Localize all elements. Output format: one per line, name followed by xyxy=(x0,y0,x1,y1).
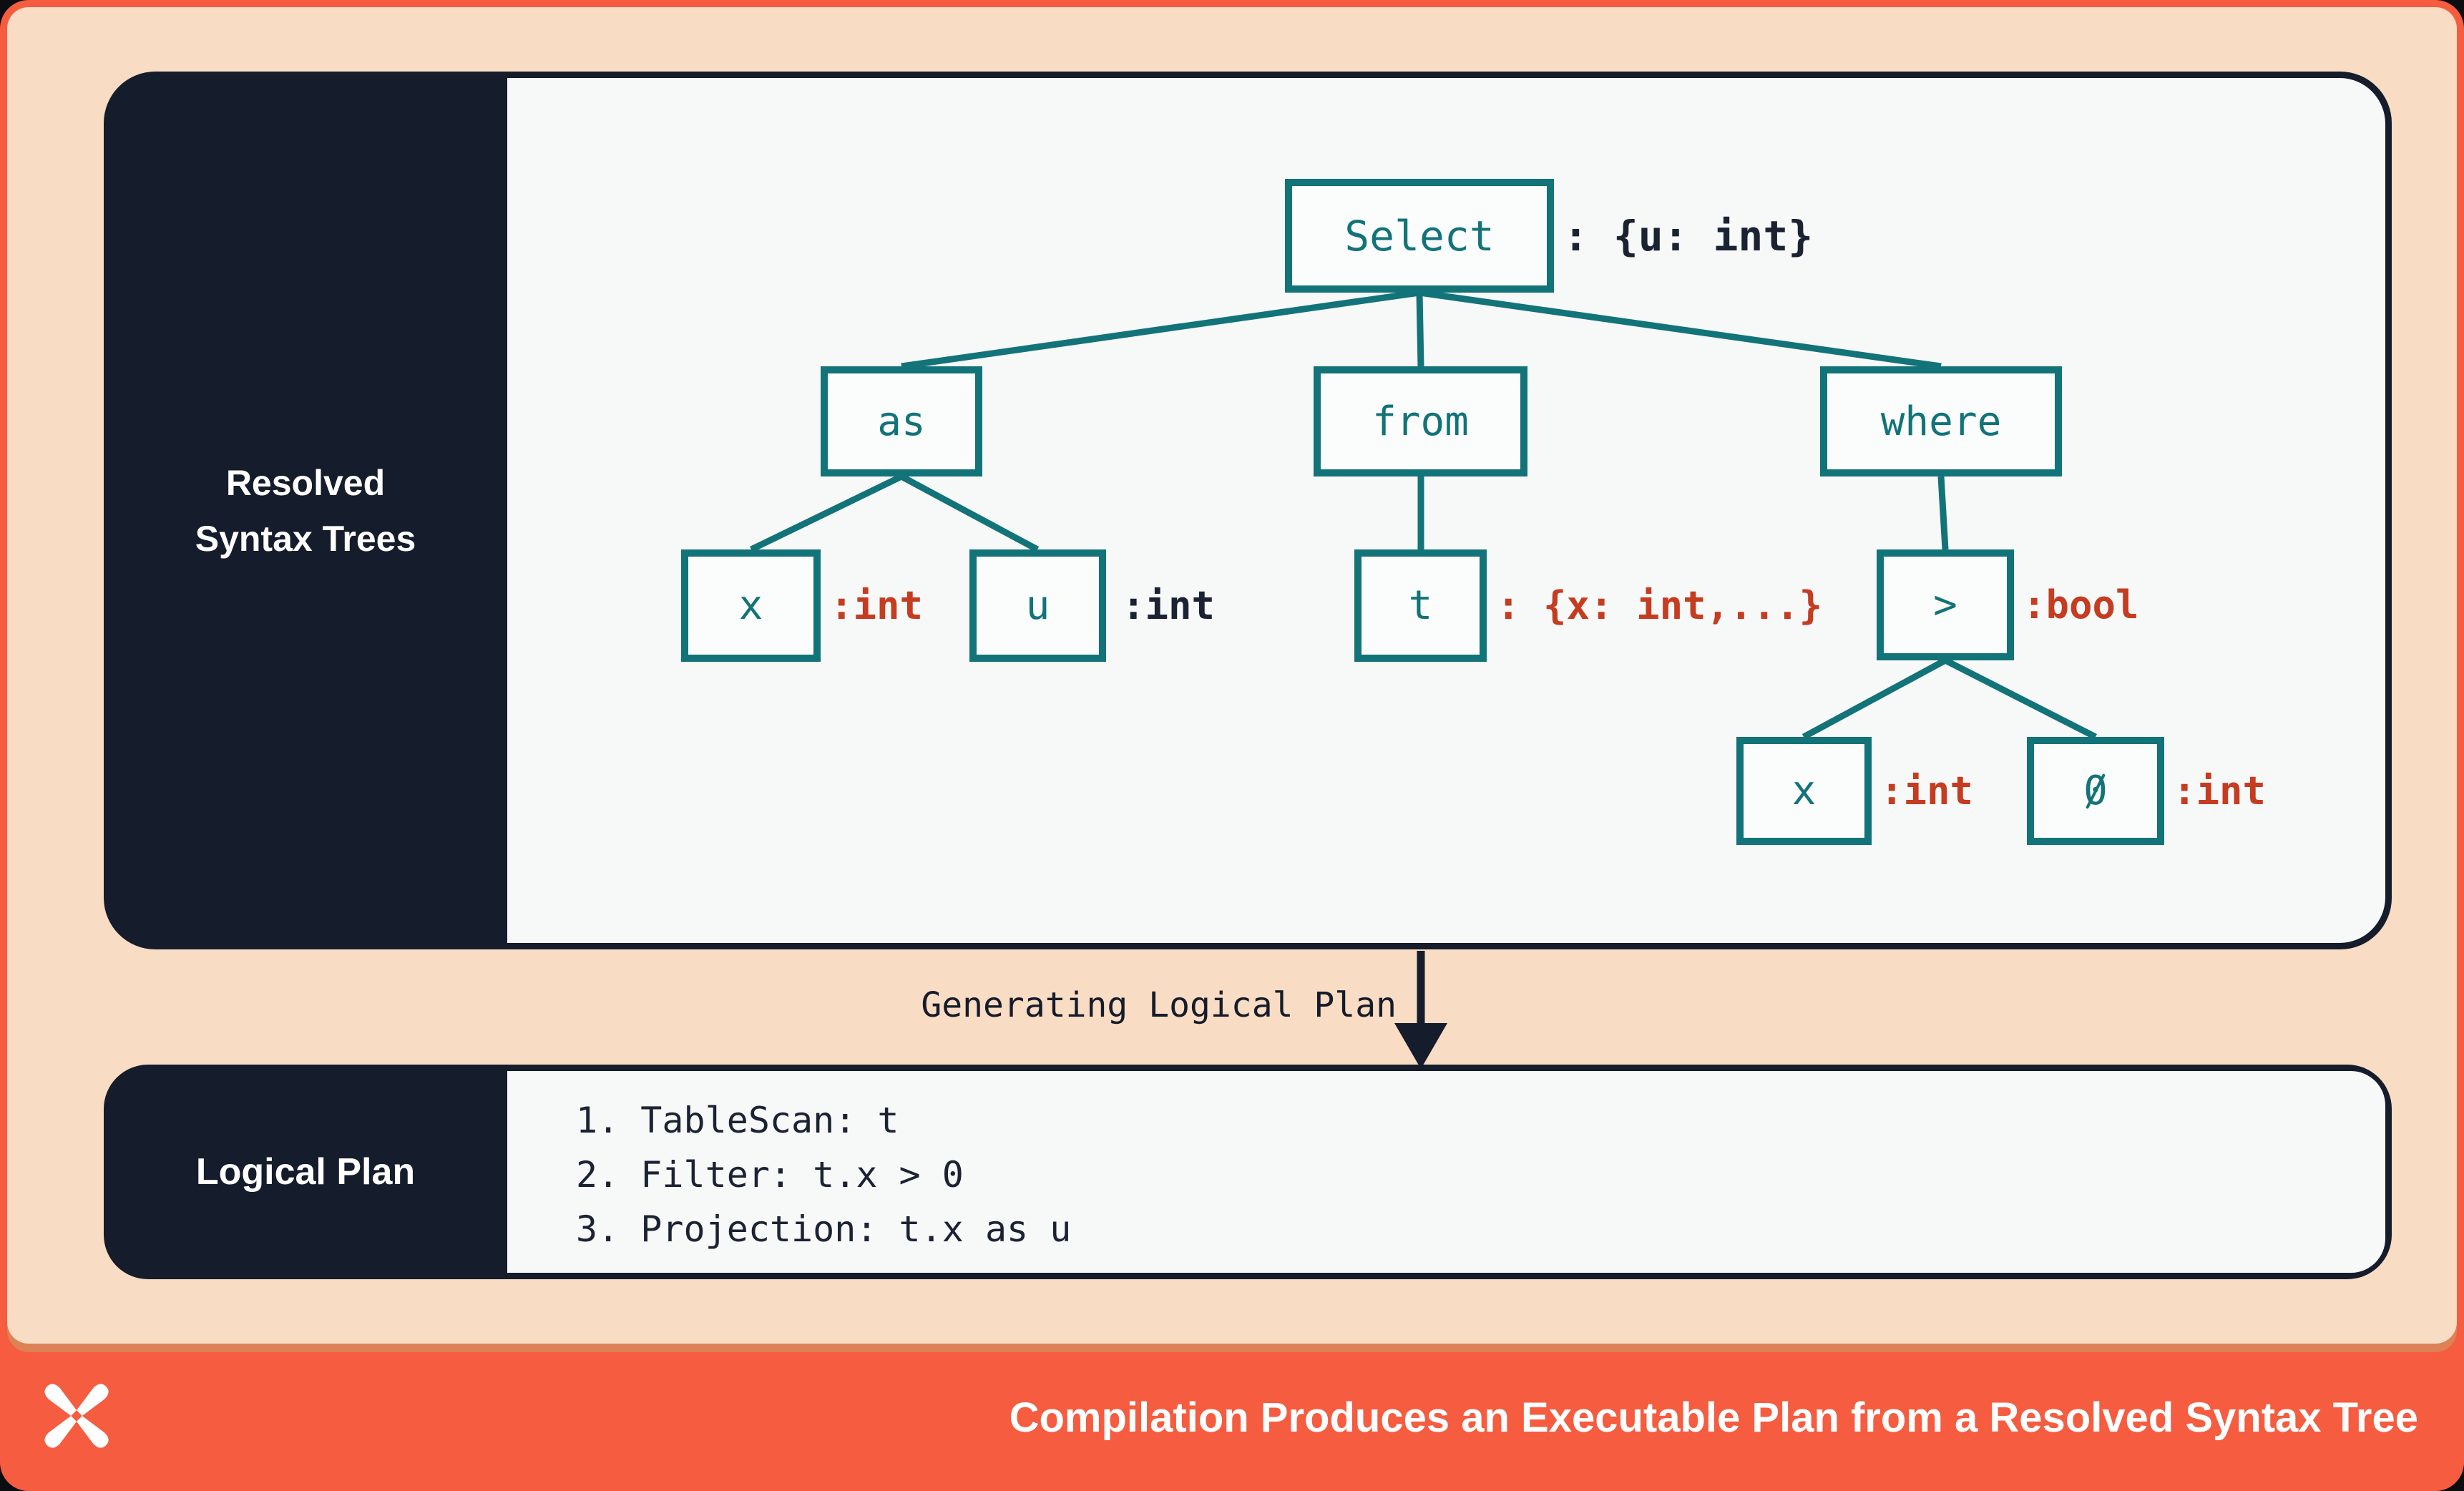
type-annotation-zero: :int xyxy=(2173,768,2267,813)
logical-plan-steps: 1. TableScan: t 2. Filter: t.x > 0 3. Pr… xyxy=(576,1093,1071,1256)
resolved-syntax-trees-sidebar: Resolved Syntax Trees xyxy=(104,72,507,949)
tree-node-from: from xyxy=(1314,366,1527,476)
plan-step: 2. Filter: t.x > 0 xyxy=(576,1154,964,1196)
tree-node-as: as xyxy=(821,366,982,476)
sidebar-title: Logical Plan xyxy=(195,1151,416,1193)
logical-plan-panel: Logical Plan xyxy=(104,1065,2392,1279)
tree-node-where: where xyxy=(1820,366,2062,476)
tree-node-t: t xyxy=(1354,549,1487,662)
node-label: x xyxy=(738,582,763,629)
node-label: u xyxy=(1025,582,1050,629)
node-label: from xyxy=(1372,398,1469,445)
node-label: 0 xyxy=(2083,768,2108,814)
type-annotation-greater-than: :bool xyxy=(2023,582,2139,627)
node-label: Select xyxy=(1344,211,1495,260)
footer-caption: Compilation Produces an Executable Plan … xyxy=(1009,1394,2418,1441)
node-label: as xyxy=(877,398,926,445)
tree-node-x-right: x xyxy=(1736,737,1872,845)
type-annotation-x-right: :int xyxy=(1880,768,1974,813)
type-annotation-t: : {x: int,...} xyxy=(1497,583,1823,628)
sidebar-title-line: Syntax Trees xyxy=(195,518,416,559)
tree-node-greater-than: > xyxy=(1877,549,2014,660)
footer-band: Compilation Produces an Executable Plan … xyxy=(0,1344,2464,1491)
tree-node-x-left: x xyxy=(681,549,821,662)
type-annotation-select: : {u: int} xyxy=(1563,211,1814,260)
diagram-board: Resolved Syntax Trees Select as xyxy=(7,7,2457,1344)
sidebar-title-line: Resolved xyxy=(225,462,386,503)
plan-step: 1. TableScan: t xyxy=(576,1100,899,1141)
node-label: x xyxy=(1791,768,1817,814)
node-label: t xyxy=(1408,582,1433,629)
node-label: > xyxy=(1933,582,1957,628)
plan-text-area xyxy=(507,1071,2385,1273)
node-label: where xyxy=(1880,398,2002,445)
plan-step: 3. Projection: t.x as u xyxy=(576,1208,1072,1250)
tree-node-u: u xyxy=(969,549,1106,662)
transition-label: Generating Logical Plan xyxy=(921,985,1397,1025)
tree-node-zero: 0 xyxy=(2027,737,2164,845)
logical-plan-sidebar: Logical Plan xyxy=(104,1065,507,1279)
type-annotation-x-left: :int xyxy=(830,583,924,628)
tree-node-select: Select xyxy=(1285,179,1554,293)
pinwheel-star-logo-icon xyxy=(44,1384,109,1448)
type-annotation-u: :int xyxy=(1122,583,1216,628)
